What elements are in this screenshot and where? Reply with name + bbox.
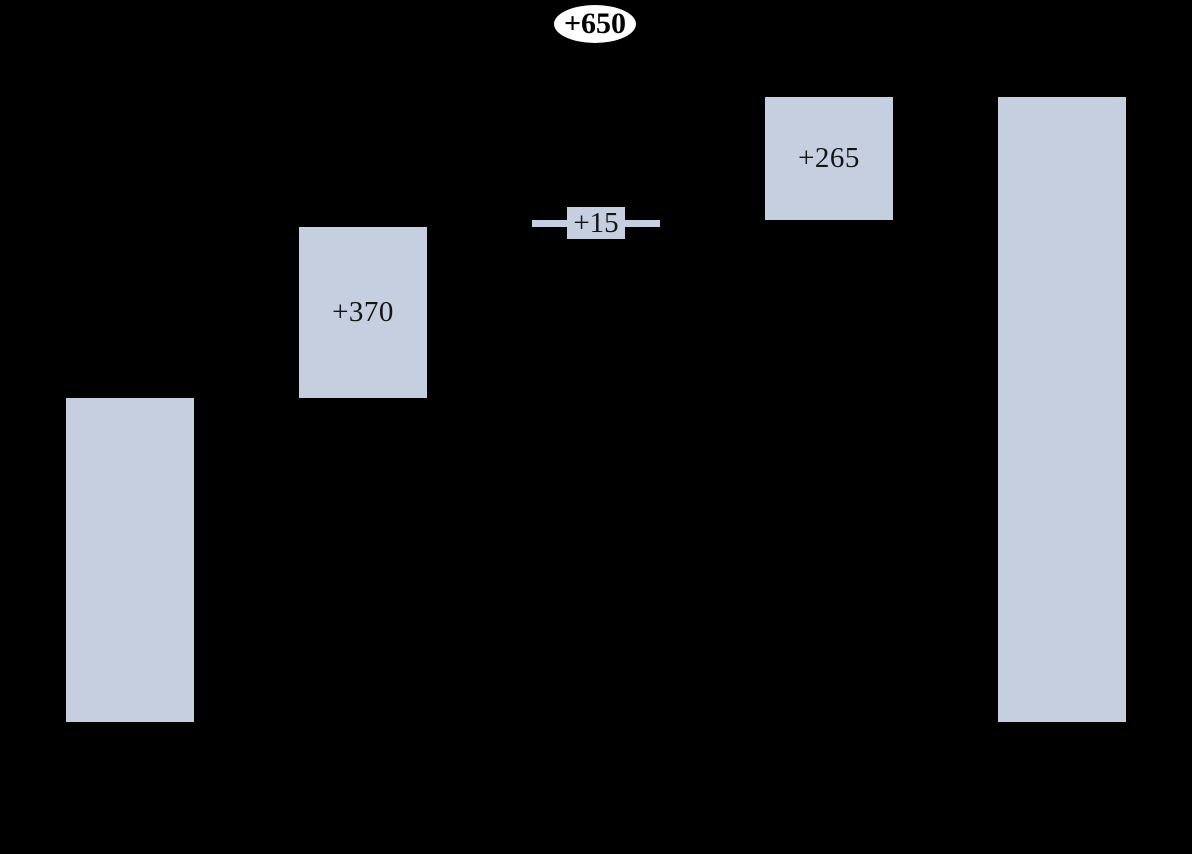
waterfall-bar-delta: +370 [299, 226, 427, 398]
bar-label: +265 [798, 142, 860, 175]
total-annotation-ellipse: +650 [552, 3, 638, 45]
waterfall-bar-total [998, 96, 1126, 722]
waterfall-bar-base [66, 397, 194, 722]
total-annotation-label: +650 [563, 7, 627, 40]
bar-label-box: +15 [567, 207, 625, 240]
bar-label: +370 [332, 296, 394, 329]
waterfall-bar-delta: +265 [765, 96, 893, 220]
